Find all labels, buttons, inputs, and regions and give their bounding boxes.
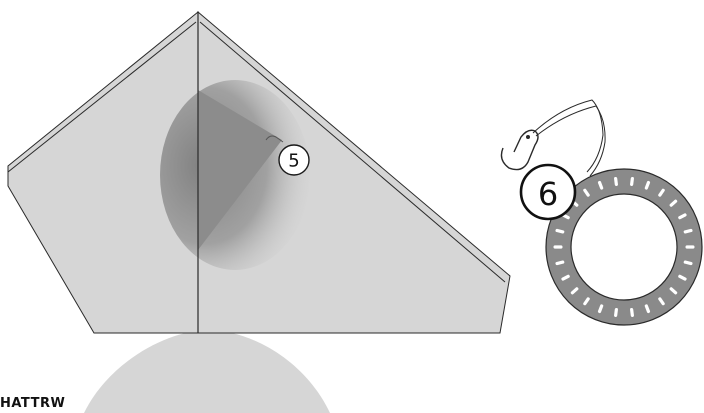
grommet-slot (644, 304, 651, 314)
shadow-triangle (198, 90, 282, 250)
grommet-slot (658, 297, 665, 306)
grommet-slot (597, 304, 604, 314)
grommet-ring-icon (545, 168, 703, 326)
grommet-slot (678, 274, 687, 281)
bottom-cut-text: HATTRW (0, 396, 66, 411)
grommet-slot (669, 287, 678, 295)
grommet-slot (597, 180, 604, 190)
callout-6-circle (519, 163, 577, 221)
grommet-slot (669, 199, 678, 207)
grommet-slot (630, 308, 634, 317)
callout-5-label: 5 (288, 151, 299, 172)
grommet-slot (614, 308, 618, 317)
small-hook-icon (265, 135, 284, 143)
right-edge-trim (199, 21, 506, 283)
grommet-slot (583, 297, 590, 306)
callout-5-circle (278, 144, 310, 176)
grommet-slot (555, 260, 565, 266)
left-edge-trim (7, 21, 197, 173)
grommet-slot (685, 245, 695, 249)
grommet-slot (678, 213, 687, 220)
grommet-slot (561, 274, 570, 281)
callout-6-label: 6 (538, 175, 558, 213)
grommet-slot (644, 180, 651, 190)
grommet-slot (553, 245, 563, 249)
grommet-slot (614, 177, 618, 186)
grommet-slot (683, 228, 693, 234)
grommet-slot (630, 177, 634, 186)
grommet-slot (683, 260, 693, 266)
grommet-slot (555, 228, 565, 234)
grommet-slot (570, 287, 579, 295)
grommet-slot (658, 188, 665, 197)
base-semicircle (84, 330, 330, 413)
curtain-hook-icon (500, 99, 606, 177)
grommet-slot (583, 188, 590, 197)
